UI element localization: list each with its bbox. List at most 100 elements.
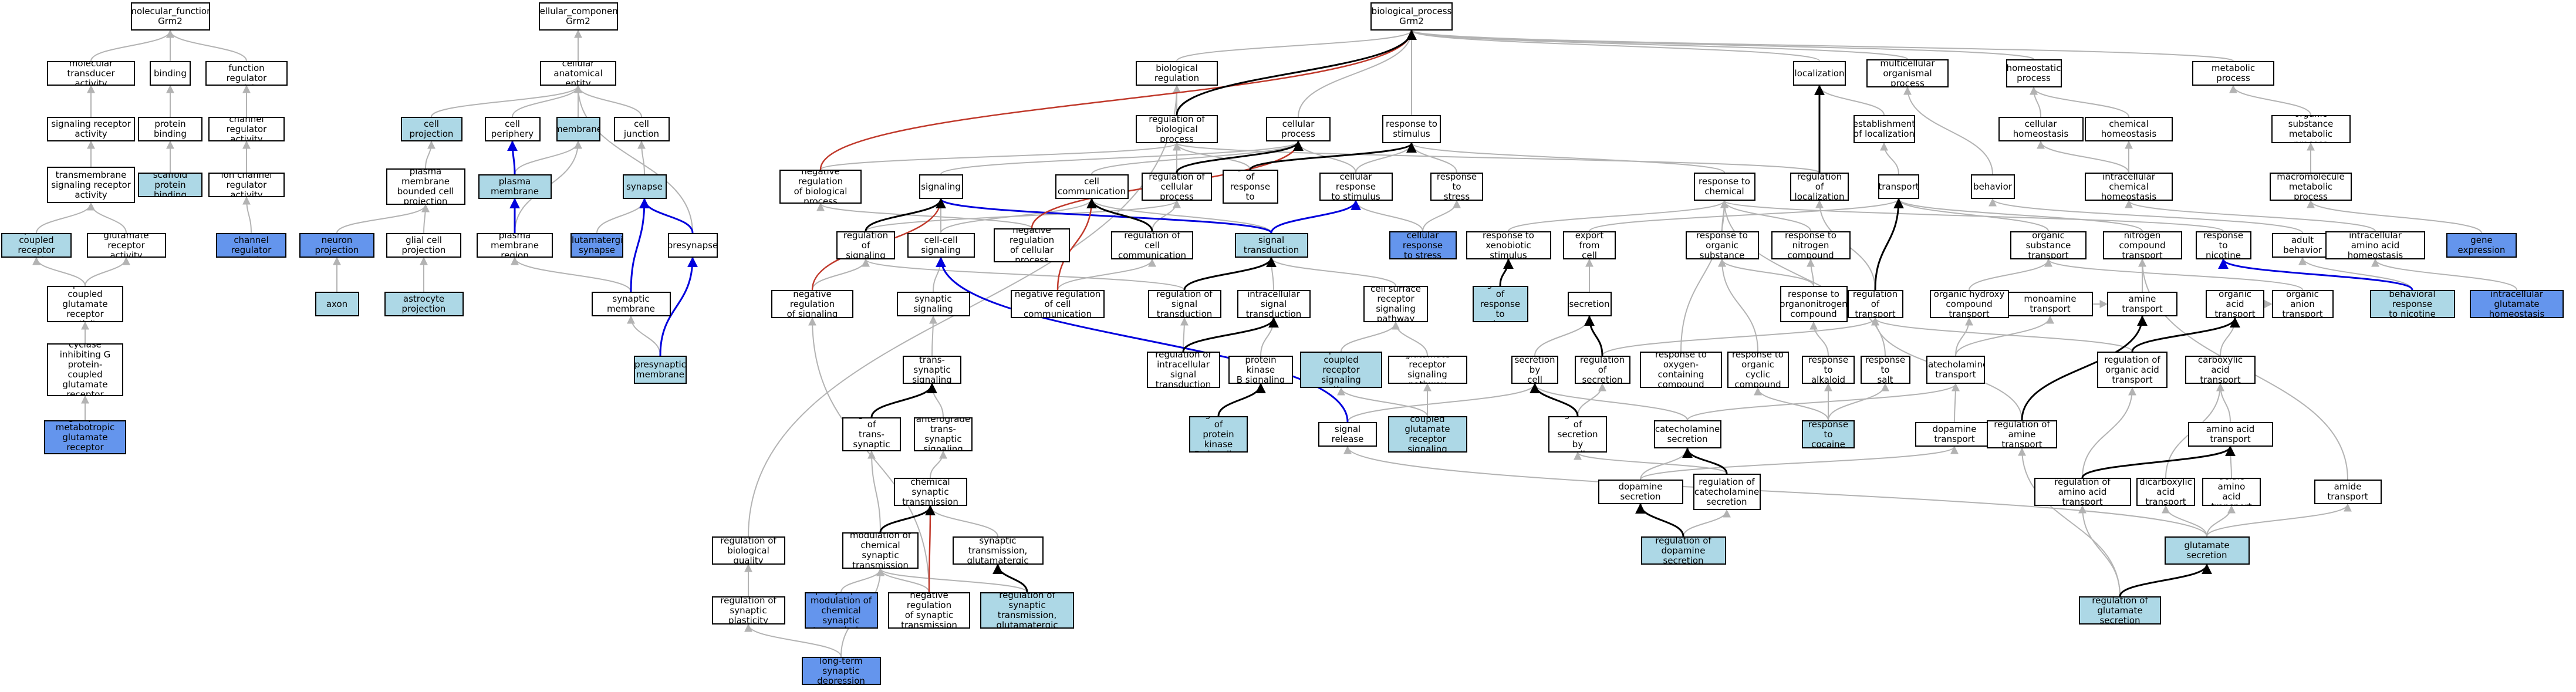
go-term-neg-reg-cell-proc[interactable]: negative regulation of cellular process bbox=[994, 228, 1070, 262]
go-term-chem-syn[interactable]: chemical synaptic transmission bbox=[893, 478, 967, 506]
go-term-gpcr-act[interactable]: G protein-coupled receptor activity bbox=[1, 233, 72, 258]
go-term-cc[interactable]: cellular_component Grm2 bbox=[538, 2, 618, 31]
go-term-ltd[interactable]: long-term synaptic depression bbox=[801, 657, 881, 685]
go-term-cell-comm[interactable]: cell communication bbox=[1055, 174, 1129, 199]
go-term-reg-org-acid[interactable]: regulation of organic acid transport bbox=[2097, 352, 2168, 388]
go-term-glu-rec-path[interactable]: glutamate receptor signaling pathway bbox=[1387, 356, 1467, 384]
go-term-periphery[interactable]: cell periphery bbox=[484, 117, 541, 141]
go-term-homeostatic[interactable]: homeostatic process bbox=[2006, 59, 2062, 87]
go-term-cell-homeo[interactable]: cellular homeostasis bbox=[1998, 117, 2084, 141]
go-term-antero[interactable]: anterograde trans-synaptic signaling bbox=[914, 417, 973, 451]
go-term-reg-cell-comm[interactable]: regulation of cell communication bbox=[1111, 231, 1193, 259]
go-term-sig-rec[interactable]: signaling receptor activity bbox=[47, 117, 135, 141]
go-term-resp-org-sub[interactable]: response to organic substance bbox=[1685, 231, 1759, 259]
go-term-bp[interactable]: biological_process Grm2 bbox=[1370, 2, 1453, 31]
go-term-presynapse[interactable]: presynapse bbox=[667, 233, 718, 258]
go-term-adult-beh[interactable]: adult behavior bbox=[2271, 233, 2334, 258]
go-term-pm-region[interactable]: plasma membrane region bbox=[477, 233, 553, 258]
go-term-resp-nic[interactable]: response to nicotine bbox=[2195, 231, 2251, 259]
go-term-metabolic[interactable]: metabolic process bbox=[2192, 61, 2274, 86]
go-term-reg-secretion[interactable]: regulation of secretion bbox=[1574, 356, 1630, 384]
go-term-reg-loc[interactable]: regulation of localization bbox=[1790, 173, 1849, 201]
go-term-pm-bounded[interactable]: plasma membrane bounded cell projection bbox=[386, 168, 465, 205]
go-term-reg-bp[interactable]: regulation of biological process bbox=[1136, 115, 1218, 143]
go-term-reg-catechol-sec[interactable]: regulation of catecholamine secretion bbox=[1693, 474, 1761, 510]
go-term-export[interactable]: export from cell bbox=[1563, 231, 1616, 259]
go-term-signal-release[interactable]: signal release bbox=[1318, 422, 1377, 447]
go-term-resp-xeno[interactable]: response to xenobiotic stimulus bbox=[1466, 231, 1551, 259]
go-term-binding[interactable]: binding bbox=[150, 61, 191, 86]
go-term-adenylate[interactable]: adenylate cyclase inhibiting G protein-c… bbox=[47, 343, 123, 396]
go-term-resp-salt[interactable]: response to salt bbox=[1860, 356, 1910, 384]
go-term-presyn-mem[interactable]: presynaptic membrane bbox=[634, 356, 687, 384]
go-term-resp-alk[interactable]: response to alkaloid bbox=[1802, 356, 1855, 384]
go-term-group2[interactable]: group II metabotropic glutamate receptor… bbox=[44, 420, 126, 454]
go-term-org-sub-trans[interactable]: organic substance transport bbox=[2010, 231, 2087, 259]
go-term-resp-stress[interactable]: response to stress bbox=[1430, 173, 1483, 201]
go-term-cell-resp-stress[interactable]: cellular response to stress bbox=[1389, 231, 1457, 259]
go-term-cell-proj[interactable]: cell projection bbox=[400, 117, 462, 141]
go-term-aa-trans[interactable]: amino acid transport bbox=[2187, 422, 2273, 447]
go-term-gpcr-path[interactable]: G protein-coupled receptor signaling pat… bbox=[1300, 352, 1382, 388]
go-term-cs-rec-sig[interactable]: cell surface receptor signaling pathway bbox=[1363, 286, 1428, 322]
go-term-reg-signaling[interactable]: regulation of signaling bbox=[836, 231, 895, 259]
go-term-gpc-glu[interactable]: G protein-coupled glutamate receptor act… bbox=[47, 286, 123, 322]
go-term-prot-bind[interactable]: protein binding bbox=[138, 117, 202, 141]
go-term-axon[interactable]: axon bbox=[315, 292, 359, 316]
go-term-dopamine-sec[interactable]: dopamine secretion bbox=[1598, 480, 1683, 504]
go-term-beh-resp-nic[interactable]: behavioral response to nicotine bbox=[2369, 290, 2455, 318]
go-term-resp-nitro[interactable]: response to nitrogen compound bbox=[1771, 231, 1851, 259]
go-term-trans-syn-sig[interactable]: trans-synaptic signaling bbox=[903, 356, 961, 384]
go-term-sig-trans[interactable]: signal transduction bbox=[1234, 233, 1308, 258]
go-term-reg-sig-trans[interactable]: regulation of signal transduction bbox=[1147, 290, 1221, 318]
go-term-calcium[interactable]: calcium channel regulator activity bbox=[216, 233, 286, 258]
go-term-neg-reg-syn[interactable]: negative regulation of synaptic transmis… bbox=[888, 592, 970, 629]
go-term-multi-org[interactable]: multicellular organismal process bbox=[1866, 59, 1949, 87]
go-term-org-hydroxy[interactable]: organic hydroxy compound transport bbox=[1929, 290, 2009, 318]
go-term-junction[interactable]: cell junction bbox=[613, 117, 670, 141]
go-term-cc-signaling[interactable]: cell-cell signaling bbox=[907, 233, 975, 258]
go-term-ion-chan[interactable]: ion channel regulator activity bbox=[208, 173, 285, 197]
go-term-mf[interactable]: molecular_function Grm2 bbox=[130, 2, 210, 31]
go-term-neg-reg-sig[interactable]: negative regulation of signaling bbox=[771, 290, 853, 318]
go-term-reg-syn-glu[interactable]: regulation of synaptic transmission, glu… bbox=[980, 592, 1074, 629]
go-term-org-anion[interactable]: organic anion transport bbox=[2271, 290, 2334, 318]
go-term-neuron-proj[interactable]: neuron projection bbox=[299, 233, 374, 258]
go-term-reg-transport[interactable]: regulation of transport bbox=[1847, 290, 1903, 318]
go-term-amide[interactable]: amide transport bbox=[2314, 480, 2382, 504]
go-term-reg-trans-syn[interactable]: regulation of trans-synaptic signaling bbox=[842, 417, 901, 451]
go-term-reg-amine[interactable]: regulation of amine transport bbox=[1987, 420, 2057, 448]
go-term-mf-reg[interactable]: molecular function regulator activity bbox=[205, 61, 288, 86]
go-term-presyn-mod[interactable]: presynaptic modulation of chemical synap… bbox=[804, 592, 878, 629]
go-term-chem-homeo[interactable]: chemical homeostasis bbox=[2085, 117, 2173, 141]
go-term-intra-aa-homeo[interactable]: intracellular amino acid homeostasis bbox=[2325, 231, 2425, 259]
go-term-gpc-glu-path[interactable]: G protein-coupled glutamate receptor sig… bbox=[1387, 416, 1467, 453]
go-term-signaling[interactable]: signaling bbox=[919, 174, 963, 199]
go-term-syn-trans-glu[interactable]: synaptic transmission, glutamatergic bbox=[952, 536, 1044, 565]
go-term-localization[interactable]: localization bbox=[1793, 61, 1846, 86]
go-term-reg-syn-plast[interactable]: regulation of synaptic plasticity bbox=[711, 596, 785, 625]
go-term-intra-glu-homeo[interactable]: intracellular glutamate homeostasis bbox=[2470, 290, 2564, 318]
go-term-intra-chem-homeo[interactable]: intracellular chemical homeostasis bbox=[2085, 173, 2173, 201]
go-term-sec-by-cell[interactable]: secretion by cell bbox=[1511, 356, 1558, 384]
go-term-reg-aa-trans[interactable]: regulation of amino acid transport bbox=[2034, 478, 2131, 506]
go-term-dopamine-trans[interactable]: dopamine transport bbox=[1915, 422, 1994, 447]
go-term-resp-chem[interactable]: response to chemical bbox=[1693, 173, 1755, 201]
go-term-reg-cell-proc[interactable]: regulation of cellular process bbox=[1142, 173, 1212, 201]
go-term-nitro-trans[interactable]: nitrogen compound transport bbox=[2102, 231, 2182, 259]
go-term-resp-org-nitro[interactable]: response to organonitrogen compound bbox=[1780, 286, 1848, 322]
go-term-resp-org-cyclic[interactable]: response to organic cyclic compound bbox=[1727, 352, 1789, 388]
go-term-dicarboxylic[interactable]: dicarboxylic acid transport bbox=[2136, 478, 2195, 506]
go-term-resp-cocaine[interactable]: response to cocaine bbox=[1802, 420, 1855, 448]
go-term-reg-resp-stim[interactable]: regulation of response to stimulus bbox=[1222, 170, 1278, 204]
go-term-catechol-sec[interactable]: catecholamine secretion bbox=[1653, 420, 1721, 448]
go-term-membrane[interactable]: membrane bbox=[556, 117, 600, 141]
go-term-secretion[interactable]: secretion bbox=[1567, 292, 1612, 316]
go-term-glu-sec[interactable]: glutamate secretion bbox=[2164, 536, 2250, 565]
go-term-reg-glu-sec[interactable]: regulation of glutamate secretion bbox=[2079, 596, 2161, 625]
go-term-catechol-trans[interactable]: catecholamine transport bbox=[1926, 356, 1985, 384]
go-term-neg-reg-bp[interactable]: negative regulation of biological proces… bbox=[779, 170, 862, 204]
go-term-neg-reg-cc[interactable]: negative regulation of cell communicatio… bbox=[1011, 290, 1105, 318]
go-term-reg-dopamine-sec[interactable]: regulation of dopamine secretion bbox=[1640, 536, 1726, 565]
go-term-chan-reg[interactable]: channel regulator activity bbox=[208, 117, 285, 141]
